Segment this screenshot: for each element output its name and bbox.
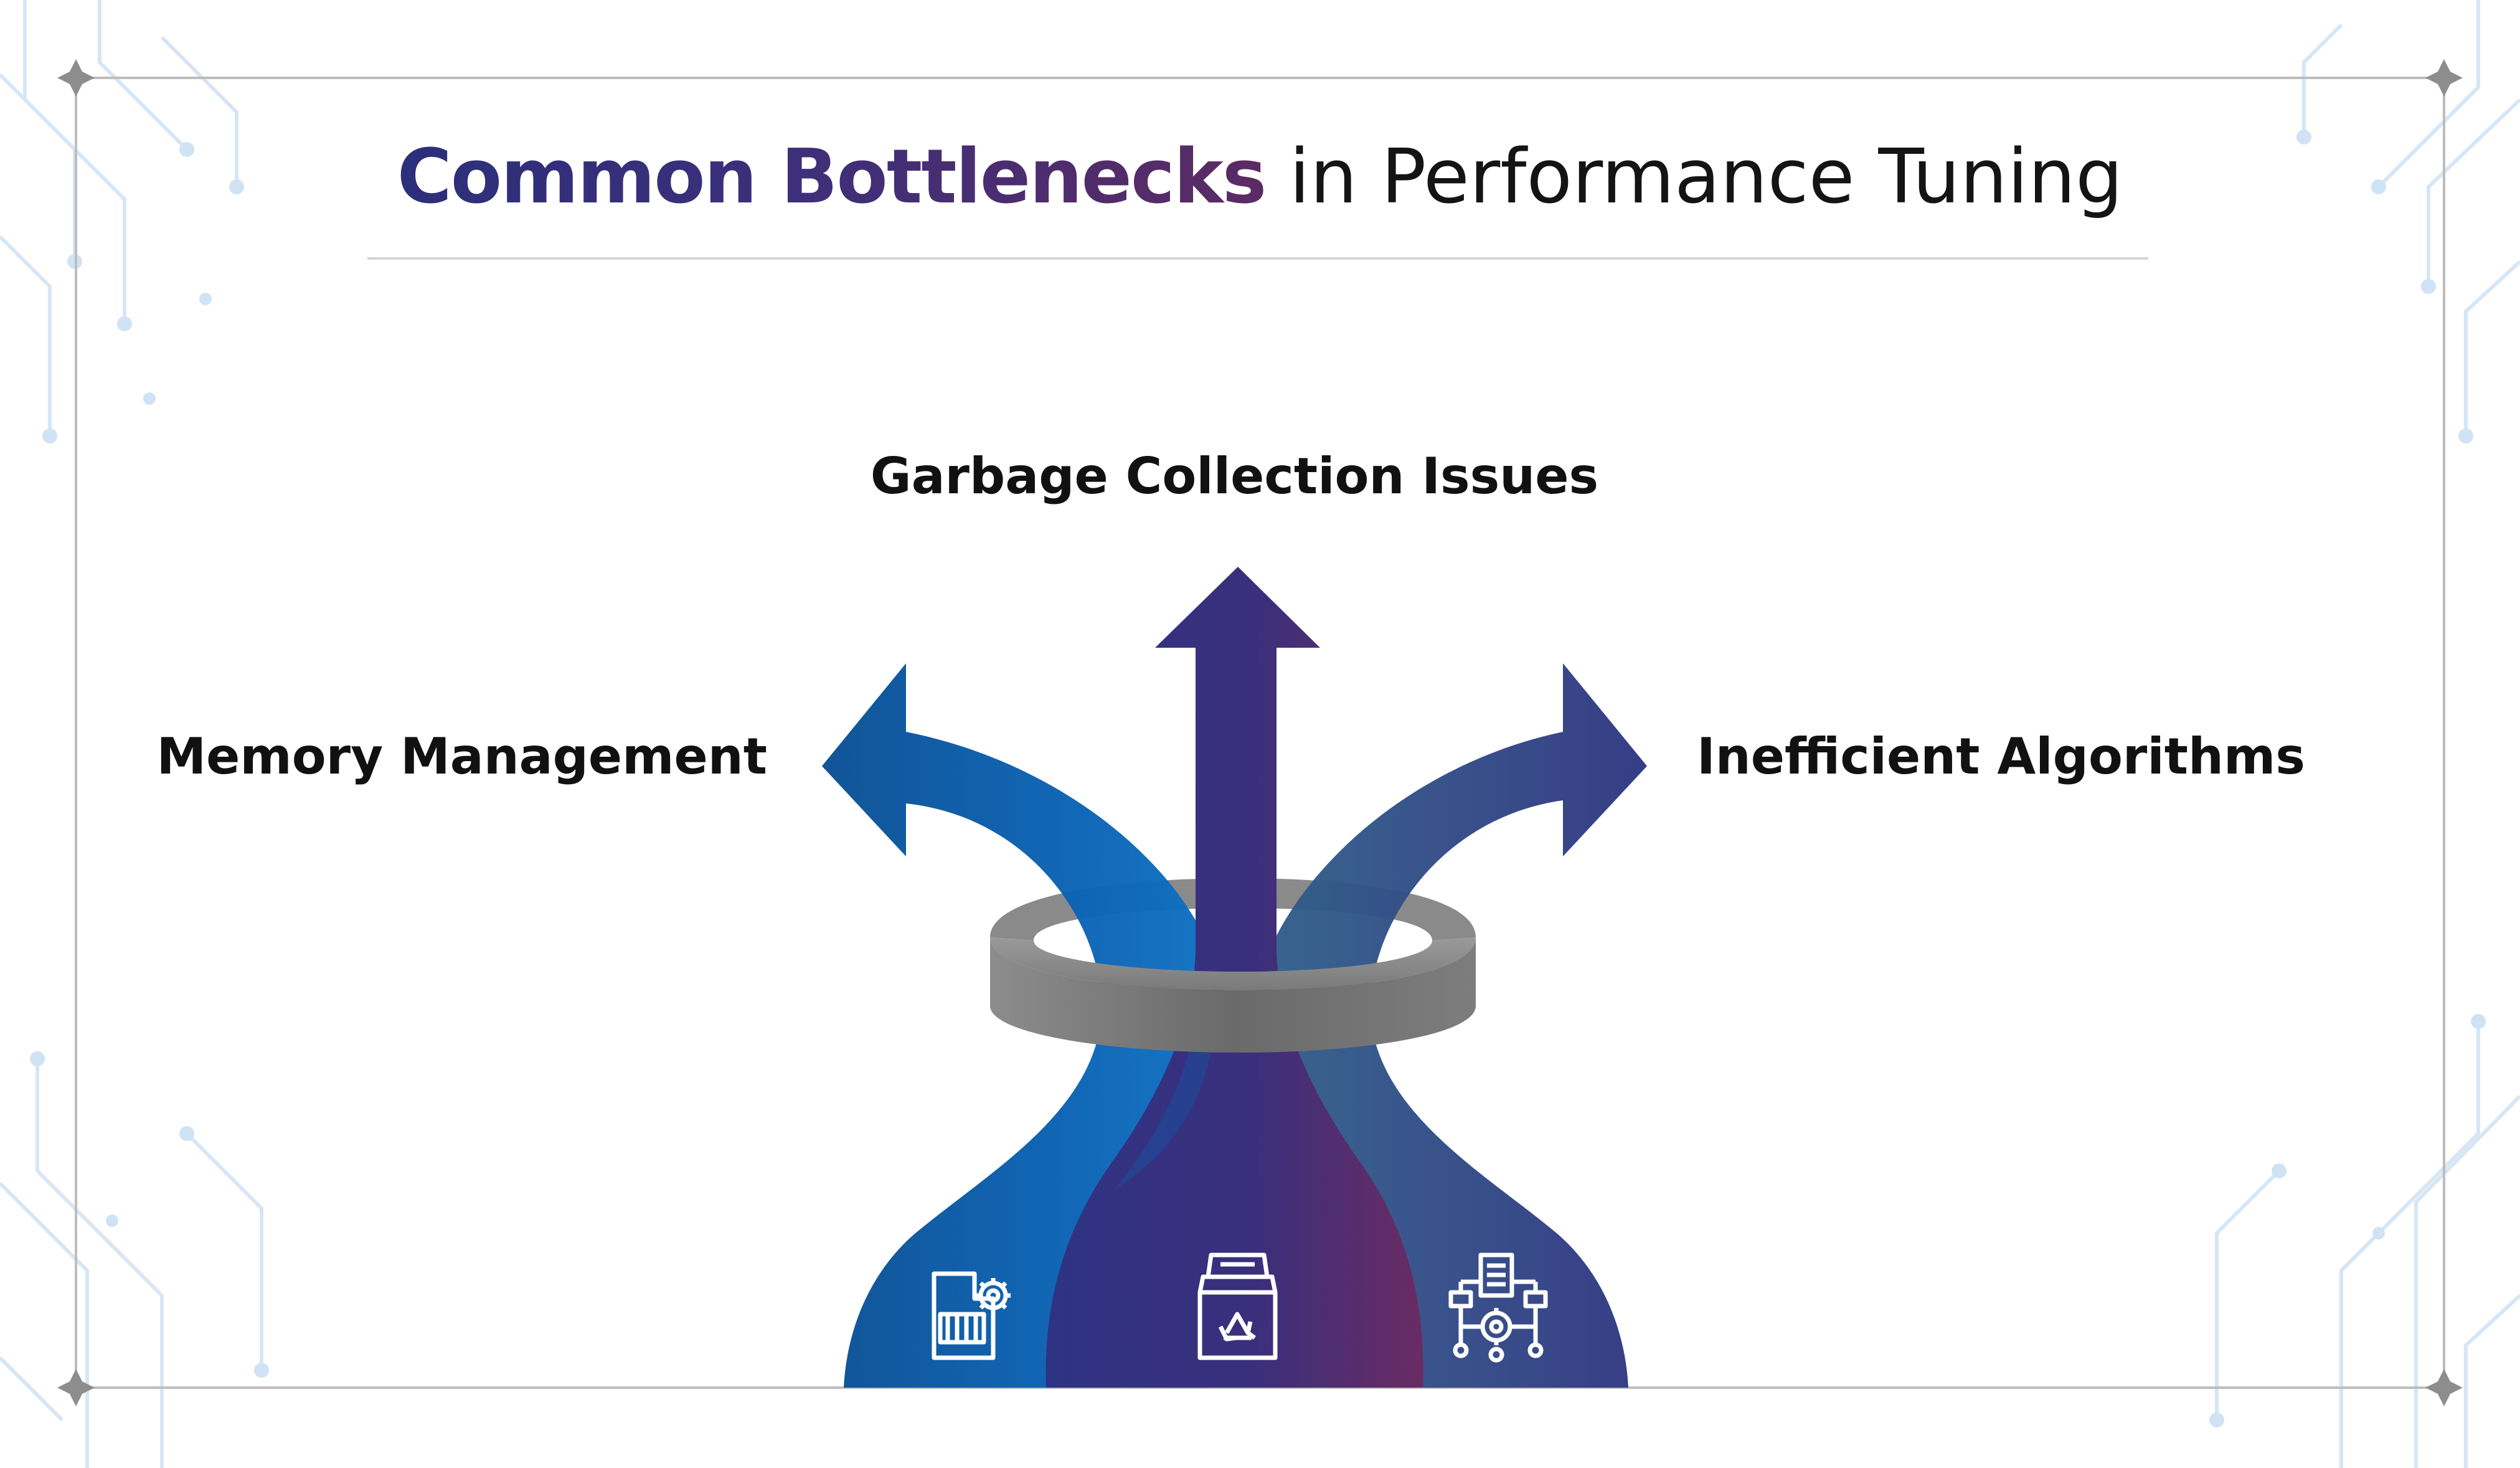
page-title: Common Bottlenecks in Performance Tuning xyxy=(0,125,2520,230)
ring-top-face xyxy=(990,937,1476,990)
title-highlight: Common Bottlenecks xyxy=(397,134,1267,220)
frame-corner-stars xyxy=(57,59,2463,1406)
label-garbage-collection: Garbage Collection Issues xyxy=(870,447,1599,505)
recycle-bin-icon xyxy=(1197,1253,1278,1360)
circuit-decoration-bottom-right xyxy=(2215,1021,2520,1468)
label-memory-management: Memory Management xyxy=(156,727,767,785)
title-rest: in Performance Tuning xyxy=(1265,134,2123,220)
ring-side-face xyxy=(990,937,1476,1053)
circuit-dots-top-right xyxy=(2296,130,2473,443)
algorithm-flowchart-gear-icon xyxy=(1448,1253,1548,1363)
circuit-dots-bottom-left xyxy=(30,1051,269,1378)
circuit-decoration-bottom-left xyxy=(0,1059,263,1468)
label-inefficient-algorithms: Inefficient Algorithms xyxy=(1697,727,2305,785)
circuit-dots-bottom-right xyxy=(2209,1014,2486,1428)
circuit-decoration-top-right xyxy=(2302,0,2520,436)
memory-card-gear-icon xyxy=(932,1271,1011,1360)
